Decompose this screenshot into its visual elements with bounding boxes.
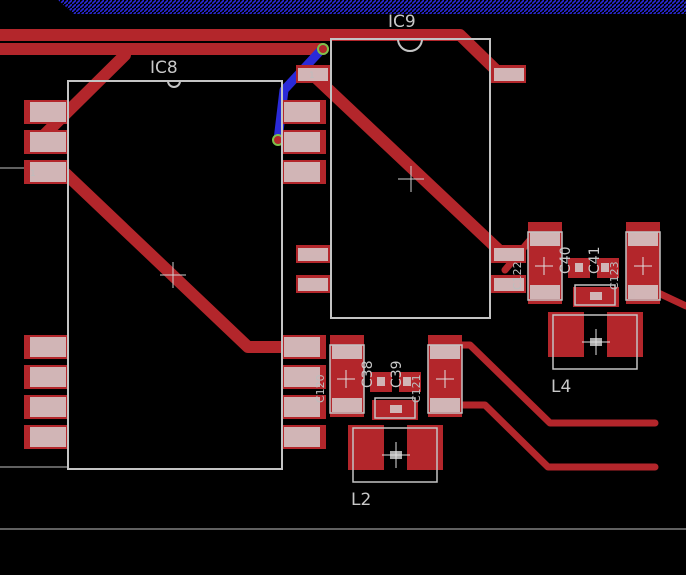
ic8-outline bbox=[67, 80, 283, 470]
trace-bottom-blue bbox=[273, 44, 327, 145]
ic8-label: IC8 bbox=[150, 58, 178, 78]
ic8-pin1-marker: 1 bbox=[30, 169, 36, 179]
c39-label: C39 bbox=[389, 360, 405, 388]
trace-l2-2 bbox=[446, 401, 659, 471]
l4-label: L4 bbox=[551, 377, 571, 397]
c41-label: C41 bbox=[587, 246, 603, 274]
ic9-footprint: IC9 bbox=[296, 12, 526, 319]
c122-label: C122 bbox=[511, 261, 524, 290]
ic8-notch bbox=[167, 80, 181, 88]
l2-label: L2 bbox=[351, 490, 371, 510]
l4-cluster: C40 C41 C122 C123 L4 bbox=[511, 222, 661, 397]
ic9-outline bbox=[330, 38, 491, 319]
c38-label: C38 bbox=[360, 360, 376, 388]
via-1 bbox=[317, 43, 329, 55]
ic9-origin-cross bbox=[398, 166, 424, 192]
ground-pour-bottom bbox=[58, 0, 686, 14]
ic9-notch bbox=[397, 38, 423, 52]
trace-ic9-diagonal bbox=[306, 68, 510, 261]
l2-cluster: C38 C39 C120 C121 L2 bbox=[314, 335, 463, 510]
ic8-footprint: IC8 bbox=[24, 58, 326, 470]
c40-label: C40 bbox=[558, 246, 574, 274]
c121-label: C121 bbox=[410, 374, 423, 403]
c123-label: C123 bbox=[608, 261, 621, 290]
trace-top-1 bbox=[0, 29, 506, 80]
trace-ic8-diagonal bbox=[60, 168, 306, 353]
trace-ic8-left bbox=[30, 49, 131, 149]
ic9-pin1-marker: 1 bbox=[309, 71, 315, 81]
ic8-left-pads bbox=[24, 100, 68, 449]
ic8-origin-cross bbox=[160, 262, 186, 288]
c120-label: C120 bbox=[314, 374, 327, 403]
ic9-label: IC9 bbox=[388, 12, 416, 32]
